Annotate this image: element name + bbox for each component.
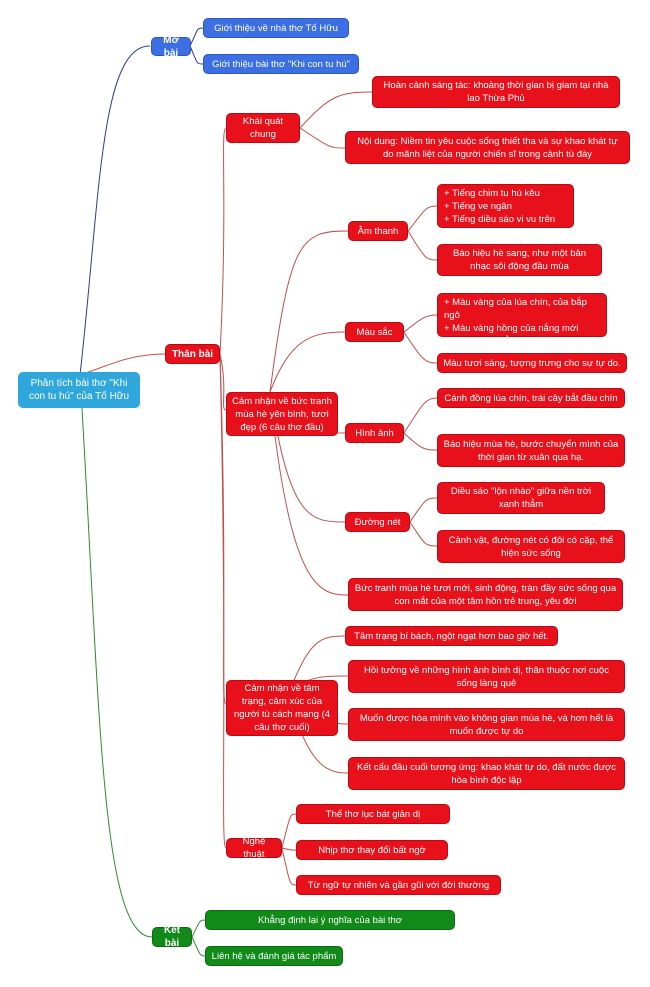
tam-trang-item-3[interactable]: Muốn được hòa mình vào không gian mùa hè… bbox=[348, 708, 625, 741]
mo-bai-item-1[interactable]: Giới thiệu về nhà thơ Tố Hữu bbox=[203, 18, 349, 38]
tam-trang-item-4[interactable]: Kết cấu đầu cuối tương ứng: khao khát tự… bbox=[348, 757, 625, 790]
mau-sac-list-item: + Màu vàng của lúa chín, của bắp ngô bbox=[444, 297, 587, 321]
mo-bai-node[interactable]: Mở bài bbox=[151, 35, 191, 59]
duong-net-item-2[interactable]: Cảnh vật, đường nét có đôi có cặp, thể h… bbox=[437, 530, 625, 563]
am-thanh-note[interactable]: Báo hiệu hè sang, như một bản nhạc sôi đ… bbox=[437, 244, 602, 276]
khai-quat-node[interactable]: Khái quát chung bbox=[226, 113, 300, 143]
am-thanh-node[interactable]: Âm thanh bbox=[348, 221, 408, 241]
ket-bai-item-1[interactable]: Khẳng định lại ý nghĩa của bài thơ bbox=[205, 910, 455, 930]
tam-trang-item-1[interactable]: Tâm trạng bí bách, ngột ngạt hơn bao giờ… bbox=[345, 626, 558, 646]
am-thanh-list[interactable]: + Tiếng chim tu hú kêu + Tiếng ve ngân +… bbox=[437, 184, 574, 238]
mau-sac-list[interactable]: + Màu vàng của lúa chín, của bắp ngô + M… bbox=[437, 293, 607, 347]
root-node[interactable]: Phân tích bài thơ "Khi con tu hú" của Tố… bbox=[18, 372, 140, 408]
mau-sac-list-item: + Màu vàng hồng của nắng mới bbox=[444, 323, 579, 334]
am-thanh-list-item: + Tiếng diều sáo vi vu trên trời bbox=[444, 214, 556, 238]
mo-bai-item-2[interactable]: Giới thiệu bài thơ "Khi con tu hú" bbox=[203, 54, 359, 74]
nghe-thuat-item-2[interactable]: Nhịp thơ thay đổi bất ngờ bbox=[296, 840, 448, 860]
mau-sac-node[interactable]: Màu sắc bbox=[345, 322, 404, 342]
mau-sac-list-item: + Màu xanh thẳm của bầu trời bbox=[444, 336, 571, 347]
nghe-thuat-item-1[interactable]: Thể thơ lục bát giản dị bbox=[296, 804, 450, 824]
duong-net-item-1[interactable]: Diều sáo "lộn nhào" giữa nền trời xanh t… bbox=[437, 482, 605, 514]
am-thanh-list-item: + Tiếng ve ngân bbox=[444, 201, 512, 212]
mau-sac-note[interactable]: Màu tươi sáng, tượng trưng cho sự tự do. bbox=[437, 353, 627, 373]
am-thanh-list-item: + Tiếng chim tu hú kêu bbox=[444, 188, 540, 199]
duong-net-node[interactable]: Đường nét bbox=[345, 512, 410, 532]
buc-tranh-summary[interactable]: Bức tranh mùa hè tươi mới, sinh động, tr… bbox=[348, 578, 623, 611]
buc-tranh-node[interactable]: Cảm nhận về bức tranh mùa hè yên bình, t… bbox=[226, 392, 338, 436]
khai-quat-item-2[interactable]: Nội dung: Niềm tin yêu cuộc sống thiết t… bbox=[345, 131, 630, 164]
hinh-anh-node[interactable]: Hình ảnh bbox=[345, 423, 404, 443]
nghe-thuat-node[interactable]: Nghệ thuật bbox=[226, 836, 282, 860]
tam-trang-item-2[interactable]: Hồi tưởng về những hình ảnh bình dị, thâ… bbox=[348, 660, 625, 693]
ket-bai-node[interactable]: Kết bài bbox=[152, 925, 192, 949]
nghe-thuat-item-3[interactable]: Từ ngữ tự nhiên và gần gũi với đời thườn… bbox=[296, 875, 501, 895]
hinh-anh-item-1[interactable]: Cánh đồng lúa chín, trái cây bắt đầu chí… bbox=[437, 388, 625, 408]
khai-quat-item-1[interactable]: Hoàn cảnh sáng tác: khoảng thời gian bị … bbox=[372, 76, 620, 108]
than-bai-node[interactable]: Thân bài bbox=[165, 344, 220, 364]
tam-trang-node[interactable]: Cảm nhận về tâm trạng, cảm xúc của người… bbox=[226, 680, 338, 736]
ket-bai-item-2[interactable]: Liên hệ và đánh giá tác phẩm bbox=[205, 946, 343, 966]
hinh-anh-item-2[interactable]: Báo hiệu mùa hè, bước chuyển mình của th… bbox=[437, 434, 625, 467]
